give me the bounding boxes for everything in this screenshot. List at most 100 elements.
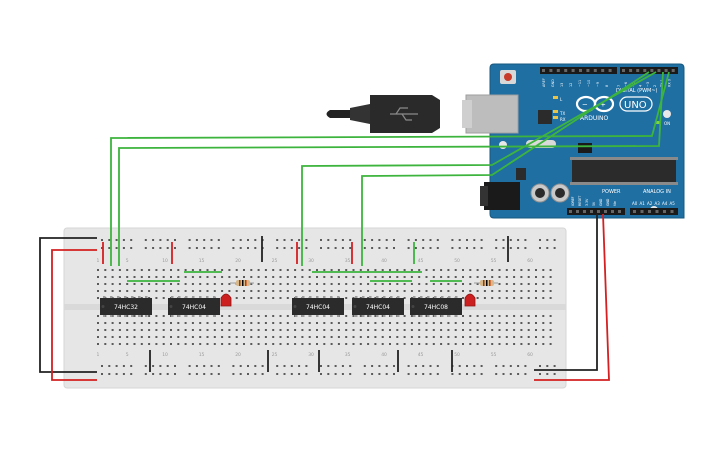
rail-hole[interactable]: [407, 373, 410, 375]
breadboard-hole[interactable]: [177, 343, 180, 345]
breadboard-hole[interactable]: [140, 343, 143, 345]
breadboard-hole[interactable]: [243, 322, 245, 324]
breadboard-hole[interactable]: [206, 343, 209, 345]
breadboard-hole[interactable]: [352, 315, 355, 317]
breadboard-hole[interactable]: [308, 269, 311, 271]
breadboard-hole[interactable]: [243, 336, 245, 338]
rail-hole[interactable]: [458, 247, 461, 249]
breadboard-hole[interactable]: [410, 283, 413, 285]
breadboard-hole[interactable]: [337, 276, 340, 278]
rail-hole[interactable]: [436, 365, 439, 367]
breadboard-hole[interactable]: [228, 336, 231, 338]
breadboard-hole[interactable]: [440, 322, 443, 324]
rail-hole[interactable]: [546, 373, 549, 375]
breadboard-hole[interactable]: [199, 336, 202, 338]
breadboard-hole[interactable]: [535, 283, 537, 285]
rail-hole[interactable]: [371, 373, 374, 375]
rail-hole[interactable]: [553, 247, 556, 249]
breadboard-hole[interactable]: [454, 329, 457, 331]
breadboard-hole[interactable]: [425, 322, 428, 324]
rail-hole[interactable]: [422, 247, 425, 249]
breadboard-hole[interactable]: [308, 322, 311, 324]
breadboard-hole[interactable]: [505, 276, 508, 278]
rail-hole[interactable]: [334, 247, 337, 249]
breadboard-hole[interactable]: [367, 269, 370, 271]
breadboard-hole[interactable]: [111, 269, 114, 271]
rail-hole[interactable]: [407, 365, 410, 367]
breadboard-hole[interactable]: [425, 343, 428, 345]
breadboard-hole[interactable]: [425, 329, 428, 331]
rail-hole[interactable]: [466, 373, 468, 375]
rail-hole[interactable]: [473, 365, 476, 367]
breadboard-hole[interactable]: [162, 343, 165, 345]
rail-hole[interactable]: [334, 365, 337, 367]
breadboard-hole[interactable]: [432, 315, 435, 317]
breadboard-hole[interactable]: [250, 343, 253, 345]
rail-hole[interactable]: [524, 239, 527, 241]
rail-hole[interactable]: [546, 247, 549, 249]
rail-hole[interactable]: [436, 247, 439, 249]
breadboard-hole[interactable]: [462, 343, 464, 345]
breadboard-hole[interactable]: [228, 269, 231, 271]
breadboard-hole[interactable]: [155, 336, 158, 338]
rail-hole[interactable]: [108, 247, 111, 249]
breadboard-hole[interactable]: [535, 290, 537, 292]
breadboard-hole[interactable]: [111, 329, 114, 331]
breadboard-hole[interactable]: [286, 290, 289, 292]
breadboard-hole[interactable]: [498, 329, 501, 331]
breadboard-hole[interactable]: [118, 336, 121, 338]
breadboard-hole[interactable]: [111, 290, 114, 292]
rail-hole[interactable]: [502, 365, 505, 367]
breadboard-hole[interactable]: [272, 276, 275, 278]
rail-hole[interactable]: [166, 373, 169, 375]
rail-hole[interactable]: [371, 239, 374, 241]
breadboard-hole[interactable]: [527, 343, 530, 345]
breadboard-hole[interactable]: [316, 290, 318, 292]
breadboard-hole[interactable]: [148, 336, 151, 338]
breadboard-hole[interactable]: [170, 343, 172, 345]
breadboard-hole[interactable]: [221, 290, 224, 292]
breadboard-hole[interactable]: [323, 283, 326, 285]
breadboard-hole[interactable]: [513, 343, 516, 345]
breadboard-hole[interactable]: [213, 269, 216, 271]
breadboard-hole[interactable]: [243, 290, 245, 292]
rail-hole[interactable]: [414, 239, 417, 241]
breadboard-hole[interactable]: [250, 315, 253, 317]
breadboard-hole[interactable]: [505, 269, 508, 271]
breadboard-hole[interactable]: [155, 290, 158, 292]
breadboard-hole[interactable]: [294, 329, 297, 331]
breadboard-hole[interactable]: [403, 269, 406, 271]
breadboard-hole[interactable]: [126, 336, 129, 338]
breadboard-hole[interactable]: [177, 336, 180, 338]
breadboard-hole[interactable]: [235, 315, 238, 317]
breadboard-hole[interactable]: [410, 269, 413, 271]
breadboard-hole[interactable]: [111, 315, 114, 317]
breadboard-hole[interactable]: [235, 336, 238, 338]
rail-hole[interactable]: [108, 239, 111, 241]
breadboard-hole[interactable]: [520, 290, 523, 292]
rail-hole[interactable]: [203, 365, 206, 367]
breadboard-hole[interactable]: [483, 276, 486, 278]
breadboard-hole[interactable]: [316, 322, 318, 324]
rail-hole[interactable]: [101, 239, 103, 241]
breadboard-hole[interactable]: [155, 329, 158, 331]
rail-hole[interactable]: [101, 373, 103, 375]
rail-hole[interactable]: [254, 239, 257, 241]
rail-hole[interactable]: [188, 247, 191, 249]
breadboard-hole[interactable]: [118, 269, 121, 271]
breadboard-hole[interactable]: [549, 290, 552, 292]
breadboard-hole[interactable]: [549, 322, 552, 324]
breadboard-hole[interactable]: [447, 336, 450, 338]
breadboard-hole[interactable]: [140, 269, 143, 271]
breadboard-hole[interactable]: [389, 322, 391, 324]
rail-hole[interactable]: [283, 365, 286, 367]
breadboard-hole[interactable]: [491, 315, 494, 317]
breadboard-hole[interactable]: [520, 276, 523, 278]
rail-hole[interactable]: [429, 365, 432, 367]
breadboard-hole[interactable]: [337, 269, 340, 271]
rail-hole[interactable]: [517, 239, 520, 241]
breadboard-hole[interactable]: [418, 290, 421, 292]
rail-hole[interactable]: [524, 365, 527, 367]
breadboard-hole[interactable]: [301, 290, 304, 292]
breadboard-hole[interactable]: [170, 329, 172, 331]
